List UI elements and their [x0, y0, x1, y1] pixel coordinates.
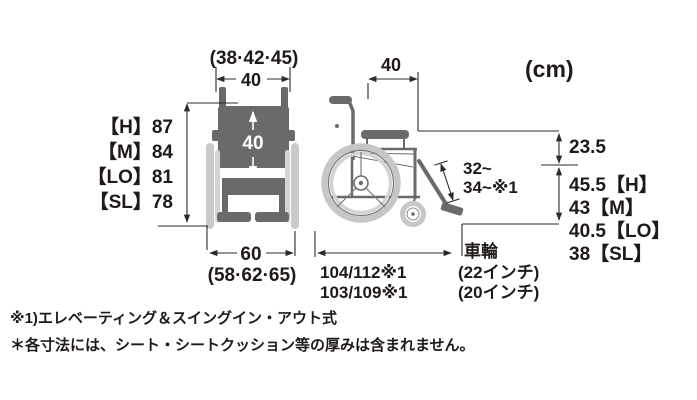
handle-post-left — [219, 87, 226, 111]
overall-length-line2: 103/109※1 — [320, 283, 408, 302]
footplate-left — [217, 212, 251, 222]
wheel-size-large: (22インチ) — [458, 263, 540, 282]
seat-height-m: 43【M】 — [569, 198, 644, 219]
footrest-plate — [440, 202, 464, 216]
armrest — [361, 130, 409, 139]
seat-width-label: 40 — [242, 133, 264, 154]
height-lo: 【LO】81 — [87, 167, 173, 188]
dimension-lines — [158, 67, 578, 257]
overall-length-line1: 104/112※1 — [320, 263, 407, 282]
seat-height-h: 45.5【H】 — [569, 175, 658, 196]
seat-height-lo: 40.5【LO】 — [569, 221, 671, 242]
height-h: 【H】87 — [100, 117, 173, 138]
caster-wheel — [400, 201, 426, 227]
footplate-right — [255, 212, 289, 222]
backrest — [218, 106, 289, 168]
tipping-lever — [335, 124, 339, 128]
footnote-2: ＊各寸法には、シート・シートクッション等の厚みは含まれません。 — [10, 337, 475, 354]
overall-width-label: 60 — [240, 244, 262, 265]
height-sl: 【SL】78 — [89, 192, 173, 213]
seat-depth-label: 40 — [380, 55, 402, 75]
handle-width-options-label: (38·42·45) — [209, 48, 299, 69]
overall-heights-labels: 【H】87 【M】84 【LO】81 【SL】78 — [80, 115, 173, 215]
handle-width-label: 40 — [240, 70, 262, 90]
height-m: 【M】84 — [98, 142, 173, 163]
handrim-right — [285, 150, 290, 223]
overall-width-options-label: (58·62·65) — [207, 265, 297, 286]
armrest-nub-right — [287, 130, 295, 141]
wheel-size-small: (20インチ) — [458, 283, 540, 302]
armrest-height-label: 23.5 — [569, 137, 606, 158]
footrest-length-line2: 34~※1 — [463, 178, 518, 197]
push-handle — [329, 96, 352, 104]
wheel-left — [206, 143, 214, 229]
wheelchair-front-view — [206, 87, 299, 229]
handle-post-right — [281, 87, 288, 111]
wheelchair-side-view — [321, 96, 464, 227]
rear-wheel — [321, 143, 401, 223]
seat-height-sl: 38【SL】 — [569, 244, 653, 265]
leg-left — [222, 195, 228, 215]
leg-right — [279, 195, 285, 215]
back-post — [347, 100, 355, 160]
axle — [358, 180, 364, 186]
footrest-length-line1: 32~ — [463, 159, 492, 178]
wheel-label: 車輪 — [464, 242, 498, 261]
wheel-right — [291, 143, 299, 229]
unit-label: (cm) — [525, 56, 574, 82]
seat-bar — [222, 178, 285, 195]
armrest-nub-left — [212, 130, 220, 141]
seat-heights-labels: 45.5【H】 43【M】 40.5【LO】 38【SL】 — [569, 174, 670, 266]
handrim-left — [215, 150, 220, 223]
footnote-1: ※1)エレベーティング＆スイングイン・アウト式 — [10, 310, 338, 327]
